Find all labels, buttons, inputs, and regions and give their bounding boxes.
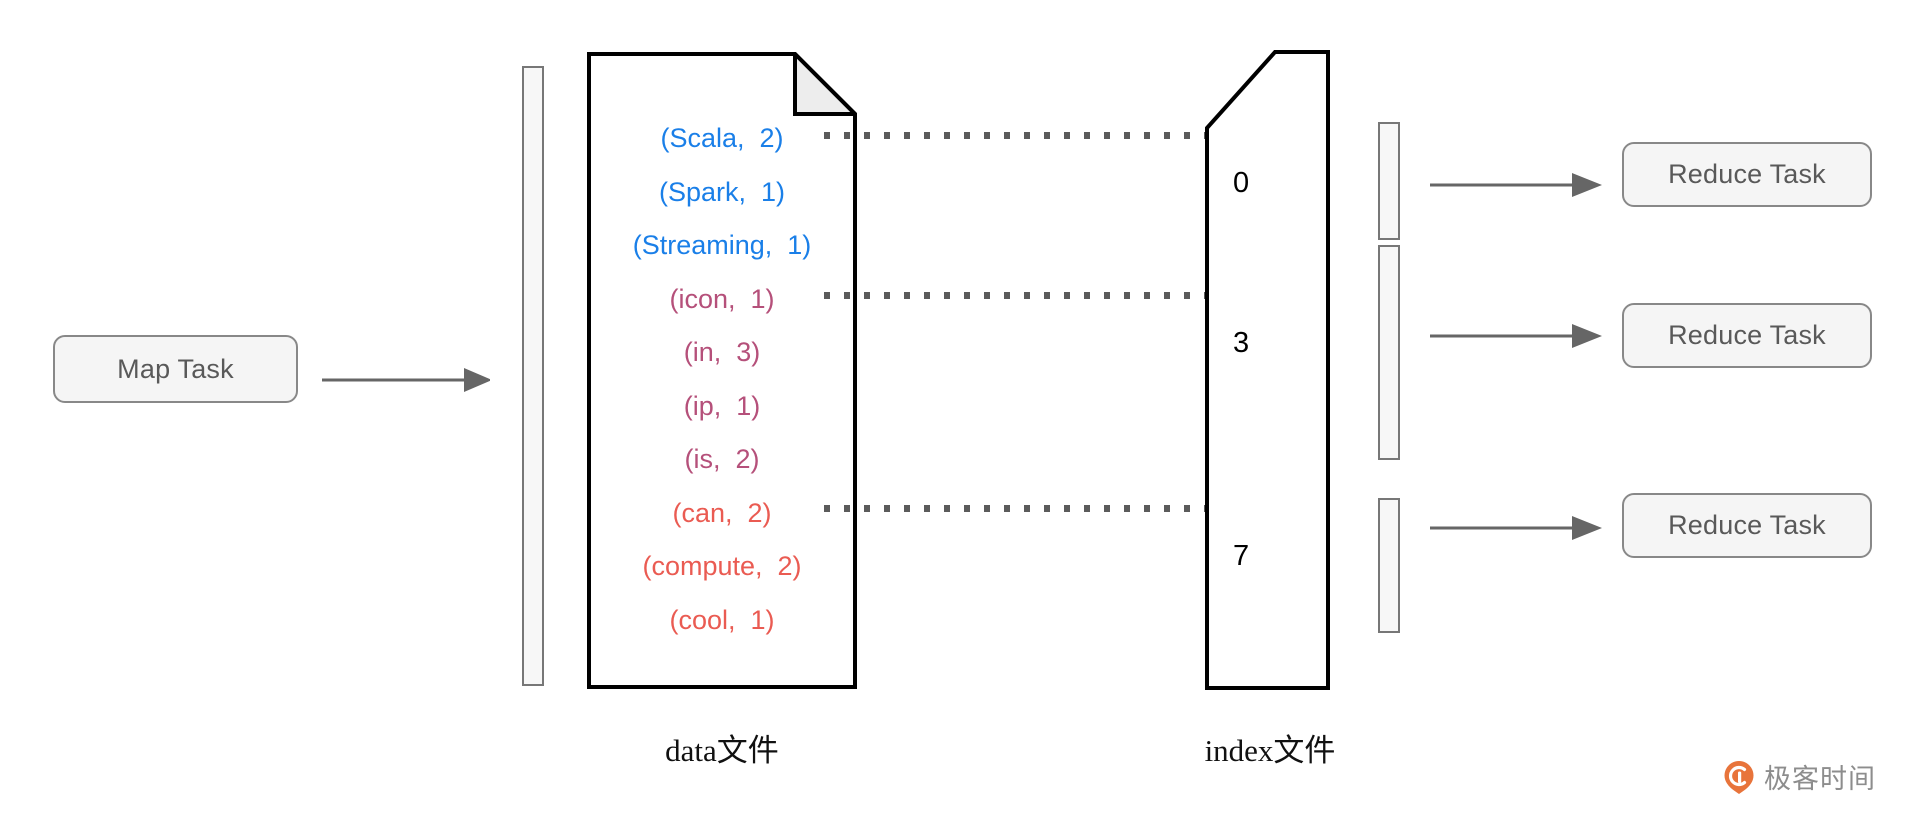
data-entry: (cool, 1) xyxy=(669,604,775,635)
dotted-connector-offset-7 xyxy=(824,505,1214,512)
index-file-shape xyxy=(1205,50,1330,690)
index-file-caption: index文件 xyxy=(1204,733,1336,768)
data-entry: (can, 2) xyxy=(672,497,772,528)
watermark-text: 极客时间 xyxy=(1764,764,1876,794)
data-entry: (is, 2) xyxy=(684,444,760,474)
geekbang-logo-icon xyxy=(1724,760,1754,794)
data-entry: (compute, 2) xyxy=(642,551,802,581)
arrow-to-reduce-task-3 xyxy=(1430,516,1602,540)
bracket-partition-2 xyxy=(1378,245,1400,460)
data-entry: (ip, 1) xyxy=(683,390,761,421)
dotted-connector-offset-3 xyxy=(824,292,1214,299)
index-file-sheet: 0 3 7 xyxy=(1205,50,1330,690)
arrow-map-to-data xyxy=(322,368,490,392)
data-entry: (in, 3) xyxy=(683,337,761,367)
data-entry: (icon, 1) xyxy=(669,283,775,314)
data-file-entries: (Scala, 2) (Spark, 1) (Streaming, 1) (ic… xyxy=(587,112,857,647)
arrow-to-reduce-task-2 xyxy=(1430,324,1602,348)
reduce-task-box-2[interactable]: Reduce Task xyxy=(1622,303,1872,368)
watermark: 极客时间 xyxy=(1722,757,1876,796)
bracket-partition-1 xyxy=(1378,122,1400,240)
data-entry: (Spark, 1) xyxy=(658,176,786,207)
data-entry: (Streaming, 1) xyxy=(632,230,812,260)
arrow-to-reduce-task-1 xyxy=(1430,173,1602,197)
data-file-sheet: (Scala, 2) (Spark, 1) (Streaming, 1) (ic… xyxy=(587,52,857,689)
map-task-box[interactable]: Map Task xyxy=(53,335,298,403)
bracket-partition-3 xyxy=(1378,498,1400,633)
index-offset-value: 3 xyxy=(1233,327,1250,359)
data-file-shape xyxy=(587,52,857,689)
reduce-task-box-3[interactable]: Reduce Task xyxy=(1622,493,1872,558)
reduce-task-label: Reduce Task xyxy=(1668,320,1826,350)
data-file-caption: data文件 xyxy=(665,733,779,768)
reduce-task-label: Reduce Task xyxy=(1668,159,1826,189)
dotted-connector-offset-0 xyxy=(824,132,1214,139)
map-task-label: Map Task xyxy=(117,353,234,384)
index-offset-value: 0 xyxy=(1233,167,1250,199)
data-entry: (Scala, 2) xyxy=(660,123,784,153)
index-offset-value: 7 xyxy=(1233,540,1250,572)
bracket-left-data-region xyxy=(522,66,544,686)
reduce-task-label: Reduce Task xyxy=(1668,510,1826,540)
reduce-task-box-1[interactable]: Reduce Task xyxy=(1622,142,1872,207)
